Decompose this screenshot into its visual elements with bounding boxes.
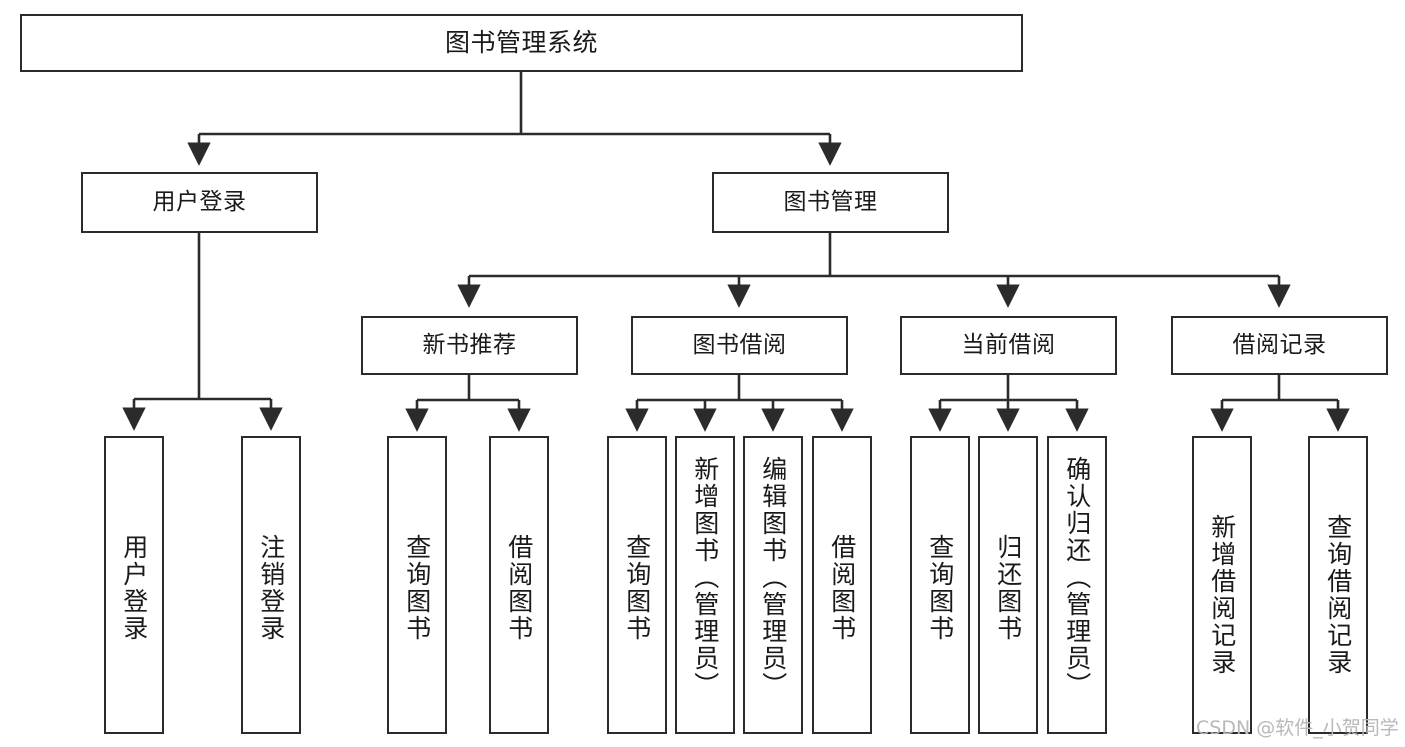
leaf-add-book[interactable]: 新增图书（管理员） bbox=[675, 436, 735, 734]
leaf-return-book[interactable]: 归还图书 bbox=[978, 436, 1038, 734]
leaf-borrow-book-1[interactable]: 借阅图书 bbox=[489, 436, 549, 734]
leaf-query-book-1-label: 查询图书 bbox=[402, 534, 432, 642]
leaf-query-book-3-label: 查询图书 bbox=[925, 534, 955, 642]
node-current-borrow-label: 当前借阅 bbox=[961, 331, 1056, 358]
leaf-query-book-2-label: 查询图书 bbox=[622, 534, 652, 642]
node-book-borrow[interactable]: 图书借阅 bbox=[631, 316, 848, 375]
leaf-user-login[interactable]: 用户登录 bbox=[104, 436, 164, 734]
leaf-query-book-2[interactable]: 查询图书 bbox=[607, 436, 667, 734]
leaf-query-record-label: 查询借阅记录 bbox=[1323, 514, 1353, 676]
node-new-book-recommend[interactable]: 新书推荐 bbox=[361, 316, 578, 375]
leaf-edit-book-label: 编辑图书（管理员） bbox=[758, 456, 788, 699]
leaf-add-record[interactable]: 新增借阅记录 bbox=[1192, 436, 1252, 734]
leaf-query-book-3[interactable]: 查询图书 bbox=[910, 436, 970, 734]
leaf-user-login-label: 用户登录 bbox=[119, 534, 149, 642]
leaf-add-record-label: 新增借阅记录 bbox=[1207, 514, 1237, 676]
leaf-logout-login-label: 注销登录 bbox=[256, 534, 286, 642]
leaf-confirm-return-label: 确认归还（管理员） bbox=[1062, 456, 1092, 699]
leaf-borrow-book-1-label: 借阅图书 bbox=[504, 534, 534, 642]
leaf-borrow-book-2[interactable]: 借阅图书 bbox=[812, 436, 872, 734]
leaf-borrow-book-2-label: 借阅图书 bbox=[827, 534, 857, 642]
leaf-return-book-label: 归还图书 bbox=[993, 534, 1023, 642]
leaf-edit-book[interactable]: 编辑图书（管理员） bbox=[743, 436, 803, 734]
leaf-add-book-label: 新增图书（管理员） bbox=[690, 456, 720, 699]
leaf-logout-login[interactable]: 注销登录 bbox=[241, 436, 301, 734]
node-user-login[interactable]: 用户登录 bbox=[81, 172, 318, 233]
node-borrow-record-label: 借阅记录 bbox=[1232, 331, 1327, 358]
leaf-query-book-1[interactable]: 查询图书 bbox=[387, 436, 447, 734]
watermark-text: CSDN @软件_小贺同学 bbox=[1196, 717, 1399, 739]
leaf-confirm-return[interactable]: 确认归还（管理员） bbox=[1047, 436, 1107, 734]
node-book-management[interactable]: 图书管理 bbox=[712, 172, 949, 233]
node-user-login-label: 用户登录 bbox=[152, 188, 247, 215]
leaf-query-record[interactable]: 查询借阅记录 bbox=[1308, 436, 1368, 734]
node-borrow-record[interactable]: 借阅记录 bbox=[1171, 316, 1388, 375]
node-new-book-recommend-label: 新书推荐 bbox=[422, 331, 517, 358]
node-book-management-label: 图书管理 bbox=[783, 188, 878, 215]
node-root-label: 图书管理系统 bbox=[444, 28, 598, 58]
node-root[interactable]: 图书管理系统 bbox=[20, 14, 1023, 72]
node-current-borrow[interactable]: 当前借阅 bbox=[900, 316, 1117, 375]
node-book-borrow-label: 图书借阅 bbox=[692, 331, 787, 358]
